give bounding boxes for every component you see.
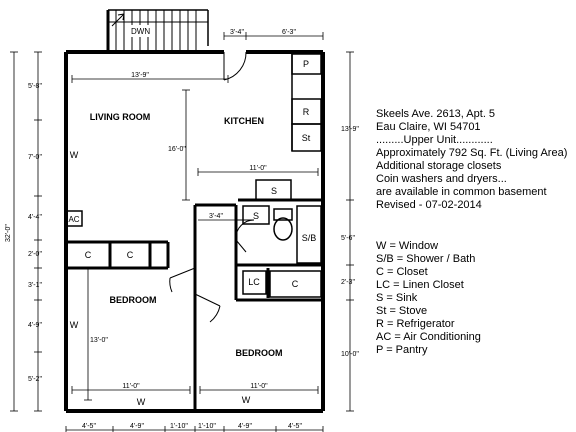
bathroom-fixtures — [65, 205, 322, 298]
dim-label: 11'-0" — [249, 165, 267, 172]
dim-label: 1'-10" — [170, 423, 188, 430]
stove-label: St — [302, 133, 311, 143]
legend-item: S/B = Shower / Bath — [376, 253, 476, 265]
kitchen-sink-label: S — [271, 186, 277, 196]
info-basement: are available in common basement — [376, 186, 547, 198]
dim-label: 7'-0" — [28, 154, 42, 161]
dim-label: 13'-9" — [131, 72, 149, 79]
legend-item: W = Window — [376, 240, 439, 252]
dim-label: 5'-6" — [341, 235, 355, 242]
bath-sink-label: S — [253, 211, 259, 221]
legend-item: S = Sink — [376, 292, 418, 304]
info-city: Eau Claire, WI 54701 — [376, 121, 481, 133]
legend-item: St = Stove — [376, 305, 428, 317]
legend-item: LC = Linen Closet — [376, 279, 464, 291]
dim-label: 32'-0" — [5, 224, 12, 242]
legend-item: R = Refrigerator — [376, 318, 455, 330]
kitchen-counter — [255, 53, 322, 201]
dim-label: 5'-2" — [28, 376, 42, 383]
closet-label-c: C — [292, 279, 299, 289]
refrigerator-label: R — [303, 107, 310, 117]
dim-label: 3'-4" — [209, 213, 223, 220]
dim-label: 4'-9" — [28, 322, 42, 329]
shower-bath-label: S/B — [302, 233, 317, 243]
info-laundry: Coin washers and dryers... — [376, 173, 507, 185]
dim-label: 1'-10" — [198, 423, 216, 430]
bedroom-left-label: BEDROOM — [110, 295, 157, 305]
dimension-lines — [10, 32, 354, 432]
dim-label: 4'-9" — [238, 423, 252, 430]
interior-walls — [66, 198, 323, 411]
dim-label: 4'-5" — [82, 423, 96, 430]
down-label: DWN — [131, 27, 150, 36]
linen-closet-label: LC — [248, 277, 260, 287]
kitchen-label: KITCHEN — [224, 116, 264, 126]
window-label: W — [137, 397, 146, 407]
legend: W = Window S/B = Shower / Bath C = Close… — [376, 240, 481, 357]
dim-label: 4'-9" — [130, 423, 144, 430]
info-address: Skeels Ave. 2613, Apt. 5 — [376, 108, 496, 120]
dim-label: 4'-5" — [288, 423, 302, 430]
ac-label: AC — [68, 215, 79, 224]
legend-item: AC = Air Conditioning — [376, 331, 481, 343]
doors — [169, 51, 255, 323]
window-label: W — [70, 320, 79, 330]
info-area: Approximately 792 Sq. Ft. (Living Area) — [376, 147, 568, 159]
pantry-label: P — [303, 59, 309, 69]
dim-label: 4'-4" — [28, 214, 42, 221]
dim-label: 11'-0" — [122, 383, 140, 390]
living-room-label: LIVING ROOM — [90, 112, 151, 122]
dim-label: 13'-9" — [341, 126, 359, 133]
window-label: W — [242, 395, 251, 405]
dim-label: 3'-4" — [230, 29, 244, 36]
dim-label: 3'-1" — [28, 282, 42, 289]
info-storage: Additional storage closets — [376, 160, 502, 172]
info-revised: Revised - 07-02-2014 — [376, 199, 482, 211]
dim-label: 2'-3" — [341, 279, 355, 286]
bedroom-right-label: BEDROOM — [236, 348, 283, 358]
property-info: Skeels Ave. 2613, Apt. 5 Eau Claire, WI … — [376, 108, 567, 212]
closet-label-a: C — [85, 250, 92, 260]
stairwell — [106, 9, 209, 52]
dim-label: 10'-0" — [341, 351, 359, 358]
dim-label: 5'-8" — [28, 83, 42, 90]
dim-label: 6'-3" — [282, 29, 296, 36]
dim-label: 16'-0" — [168, 146, 186, 153]
closet-label-b: C — [127, 250, 134, 260]
info-unit: .........Upper Unit............ — [376, 134, 493, 146]
window-label: W — [70, 150, 79, 160]
legend-item: P = Pantry — [376, 344, 428, 356]
dim-label: 2'-0" — [28, 251, 42, 258]
legend-item: C = Closet — [376, 266, 428, 278]
dim-label: 11'-0" — [250, 383, 268, 390]
dim-label: 13'-0" — [90, 337, 108, 344]
